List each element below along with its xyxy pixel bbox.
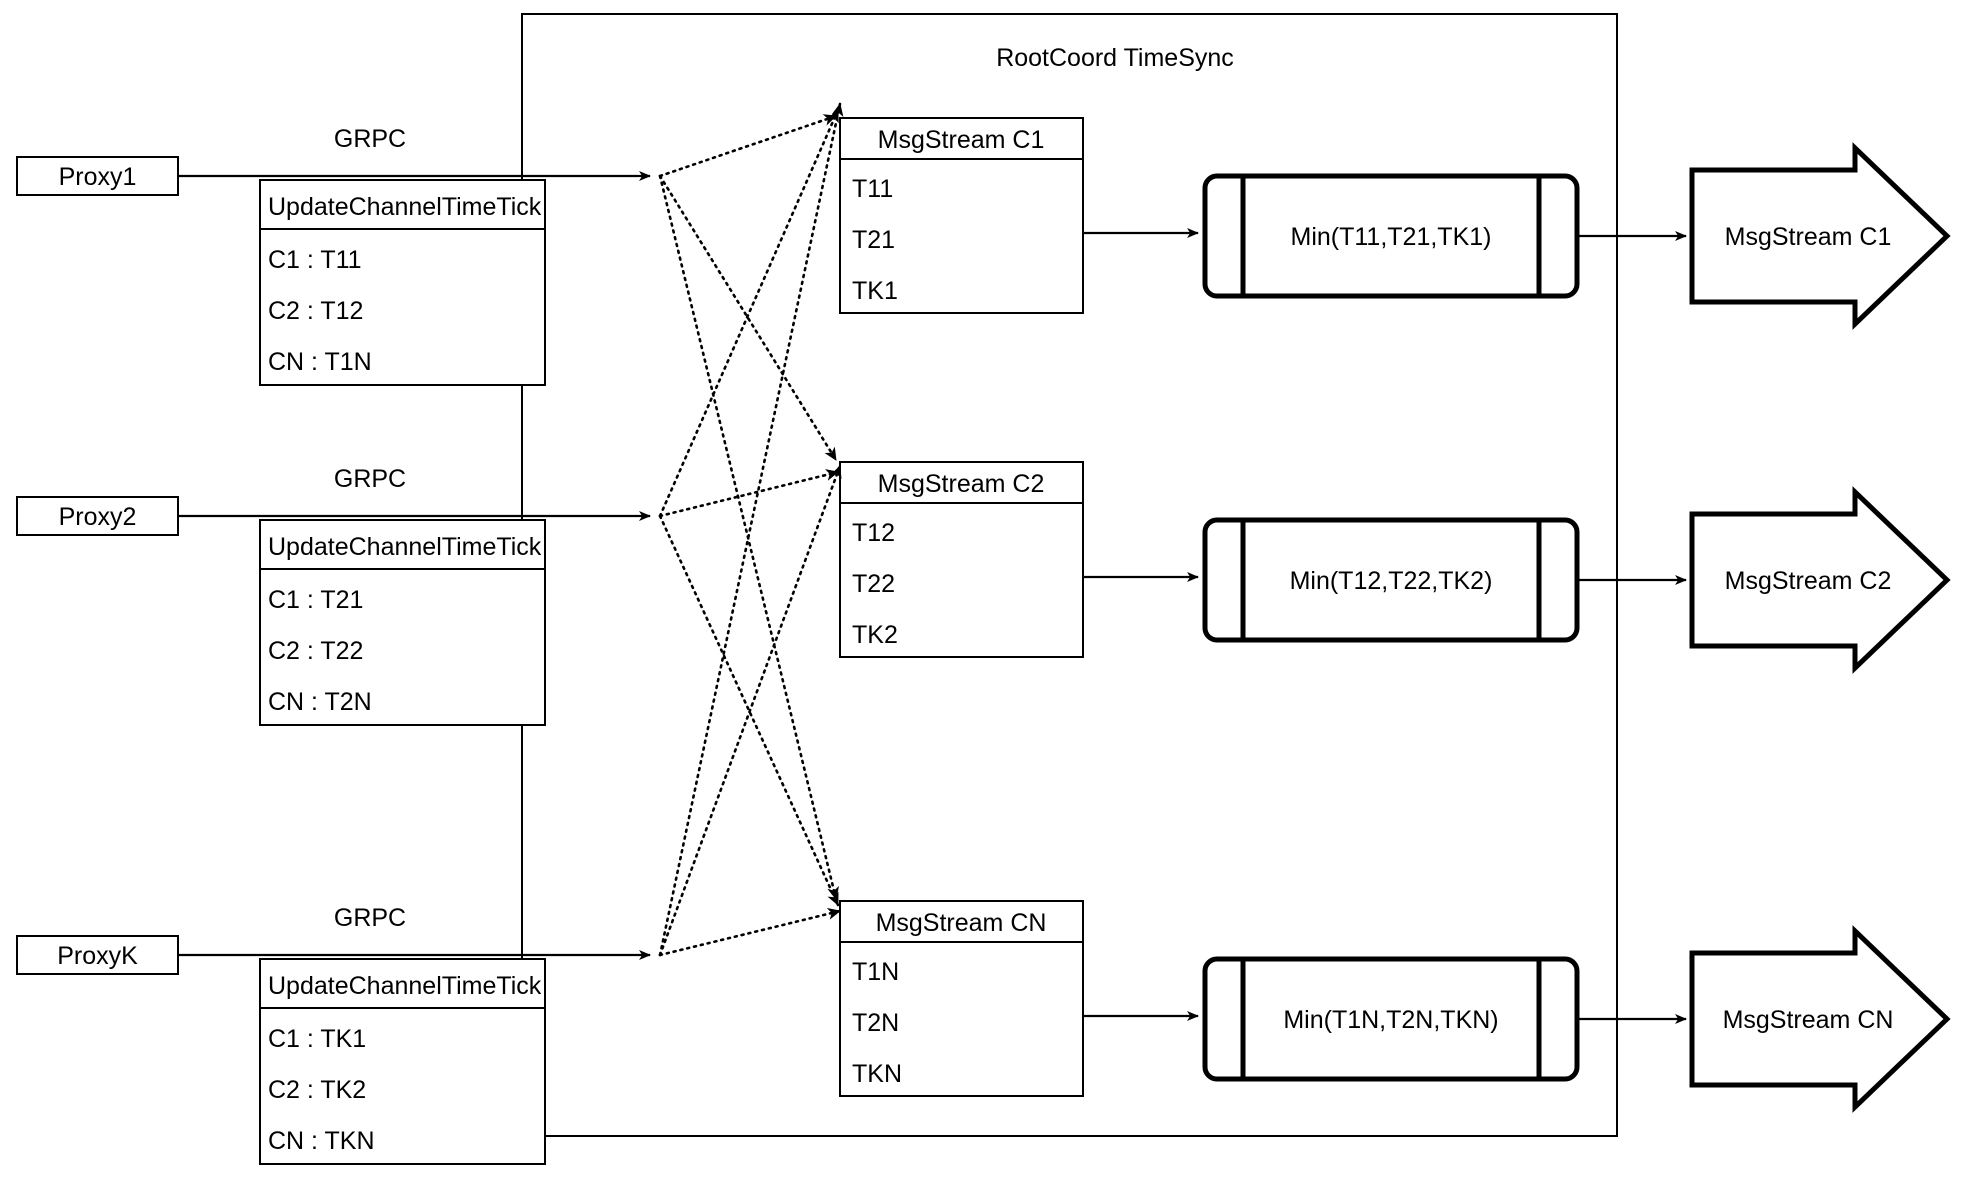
table-row: CN : T2N	[268, 688, 372, 716]
grpc-link-label-2: GRPC	[334, 465, 406, 493]
proxy-row-3: ProxyK GRPC UpdateChannelTimeTick C1 : T…	[16, 900, 1951, 1165]
msgstream-row: T22	[852, 570, 895, 598]
proxy-row-2: Proxy2 GRPC UpdateChannelTimeTick C1 : T…	[16, 461, 1951, 726]
update-channel-timetick-table-3: UpdateChannelTimeTick C1 : TK1 C2 : TK2 …	[259, 958, 546, 1165]
table-row: CN : TKN	[268, 1127, 375, 1155]
proxy-label: Proxy1	[59, 163, 137, 191]
table-row: C2 : T22	[268, 637, 363, 665]
fanout-edge-p1-c1	[658, 114, 838, 178]
msgstream-row: TK2	[852, 621, 898, 649]
output-label: MsgStream CN	[1723, 1006, 1894, 1034]
proxy-box-3[interactable]: ProxyK	[16, 935, 179, 975]
msgstream-table-1: MsgStream C1 T11 T21 TK1	[839, 117, 1084, 314]
fanout-edge-pk-cn	[658, 908, 842, 957]
table-row: C2 : TK2	[268, 1076, 366, 1104]
msgstream-header: MsgStream C2	[878, 470, 1045, 498]
table-row: C1 : T21	[268, 586, 363, 614]
proxy-label: Proxy2	[59, 503, 137, 531]
min-node-1: Min(T11,T21,TK1)	[1202, 173, 1580, 299]
grpc-link-label-3: GRPC	[334, 904, 406, 932]
proxy-box-2[interactable]: Proxy2	[16, 496, 179, 536]
update-channel-timetick-table-2: UpdateChannelTimeTick C1 : T21 C2 : T22 …	[259, 519, 546, 726]
proxy-label: ProxyK	[57, 942, 138, 970]
msgstream-row: TK1	[852, 277, 898, 305]
fanout-edge-p2-cn	[658, 514, 840, 907]
output-arrow-2: MsgStream C2	[1689, 486, 1951, 674]
min-node-2: Min(T12,T22,TK2)	[1202, 517, 1580, 643]
fanout-edge-pk-c1	[658, 102, 844, 957]
msgstream-row: T12	[852, 519, 895, 547]
fanout-edge-p2-c2	[658, 469, 840, 518]
msgstream-table-3: MsgStream CN T1N T2N TKN	[839, 900, 1084, 1097]
table-row: C2 : T12	[268, 297, 363, 325]
output-arrow-3: MsgStream CN	[1689, 925, 1951, 1113]
msgstream-table-2: MsgStream C2 T12 T22 TK2	[839, 461, 1084, 658]
table-header: UpdateChannelTimeTick	[268, 972, 542, 1000]
msgstream-row: T2N	[852, 1009, 899, 1037]
update-channel-timetick-table-1: UpdateChannelTimeTick C1 : T11 C2 : T12 …	[259, 179, 546, 386]
table-row: C1 : T11	[268, 246, 362, 274]
fanout-edge-pk-c2	[658, 464, 842, 957]
min-node-3: Min(T1N,T2N,TKN)	[1202, 956, 1580, 1082]
output-label: MsgStream C2	[1725, 567, 1892, 595]
msgstream-header: MsgStream C1	[878, 126, 1045, 154]
proxy-row-1: Proxy1 GRPC UpdateChannelTimeTick C1 : T…	[16, 117, 1951, 386]
min-label: Min(T1N,T2N,TKN)	[1283, 1006, 1498, 1034]
msgstream-header: MsgStream CN	[876, 909, 1047, 937]
output-label: MsgStream C1	[1725, 223, 1892, 251]
table-header: UpdateChannelTimeTick	[268, 533, 542, 561]
min-label: Min(T12,T22,TK2)	[1290, 567, 1493, 595]
table-row: CN : T1N	[268, 348, 372, 376]
container-title: RootCoord TimeSync	[996, 44, 1234, 72]
msgstream-row: T21	[852, 226, 895, 254]
grpc-link-label-1: GRPC	[334, 125, 406, 153]
msgstream-row: TKN	[852, 1060, 902, 1088]
table-header: UpdateChannelTimeTick	[268, 193, 542, 221]
proxy-box-1[interactable]: Proxy1	[16, 156, 179, 196]
output-arrow-1: MsgStream C1	[1689, 142, 1951, 330]
timetick-fanout-edges	[658, 102, 844, 957]
msgstream-row: T1N	[852, 958, 899, 986]
msgstream-row: T11	[852, 175, 893, 203]
table-row: C1 : TK1	[268, 1025, 366, 1053]
min-label: Min(T11,T21,TK1)	[1291, 223, 1492, 251]
